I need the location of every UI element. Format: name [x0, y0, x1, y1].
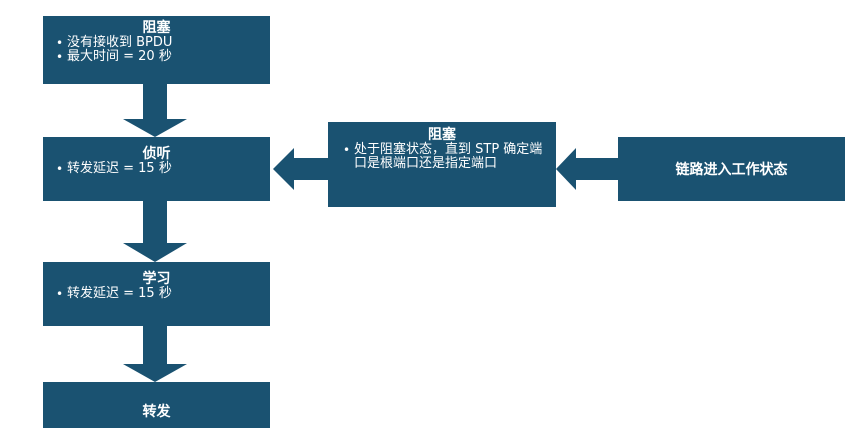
side-title-blocking: 阻塞: [428, 127, 456, 143]
link-up-label: 链路进入工作状态: [675, 162, 788, 178]
arrow-blocking-to-listening: [123, 84, 187, 137]
bullet-item: 没有接收到 BPDU: [53, 36, 260, 51]
side-box-link-up: 链路进入工作状态: [618, 137, 845, 201]
arrow-link-up-to-blocking: [556, 148, 618, 190]
state-box-blocking: 阻塞 没有接收到 BPDU 最大时间 = 20 秒: [43, 16, 270, 84]
side-bullets-blocking: 处于阻塞状态，直到 STP 确定端口是根端口还是指定端口: [340, 143, 544, 171]
bullet-item: 转发延迟 = 15 秒: [53, 162, 260, 177]
state-box-learning: 学习 转发延迟 = 15 秒: [43, 262, 270, 326]
state-title-learning: 学习: [142, 271, 171, 287]
state-title-forwarding: 转发: [142, 404, 171, 420]
arrow-learning-to-forwarding: [123, 326, 187, 382]
state-bullets-learning: 转发延迟 = 15 秒: [53, 287, 260, 302]
bullet-item: 处于阻塞状态，直到 STP 确定端口是根端口还是指定端口: [340, 143, 544, 171]
arrow-listening-to-learning: [123, 201, 187, 262]
bullet-item: 最大时间 = 20 秒: [53, 50, 260, 65]
state-box-forwarding: 转发: [43, 382, 270, 428]
state-box-listening: 侦听 转发延迟 = 15 秒: [43, 137, 270, 201]
bullet-item: 转发延迟 = 15 秒: [53, 287, 260, 302]
state-title-blocking: 阻塞: [142, 20, 171, 36]
arrow-side-blocking-to-listening: [273, 148, 328, 190]
state-bullets-listening: 转发延迟 = 15 秒: [53, 162, 260, 177]
side-box-blocking: 阻塞 处于阻塞状态，直到 STP 确定端口是根端口还是指定端口: [328, 122, 556, 207]
state-bullets-blocking: 没有接收到 BPDU 最大时间 = 20 秒: [53, 36, 260, 65]
state-title-listening: 侦听: [142, 146, 171, 162]
